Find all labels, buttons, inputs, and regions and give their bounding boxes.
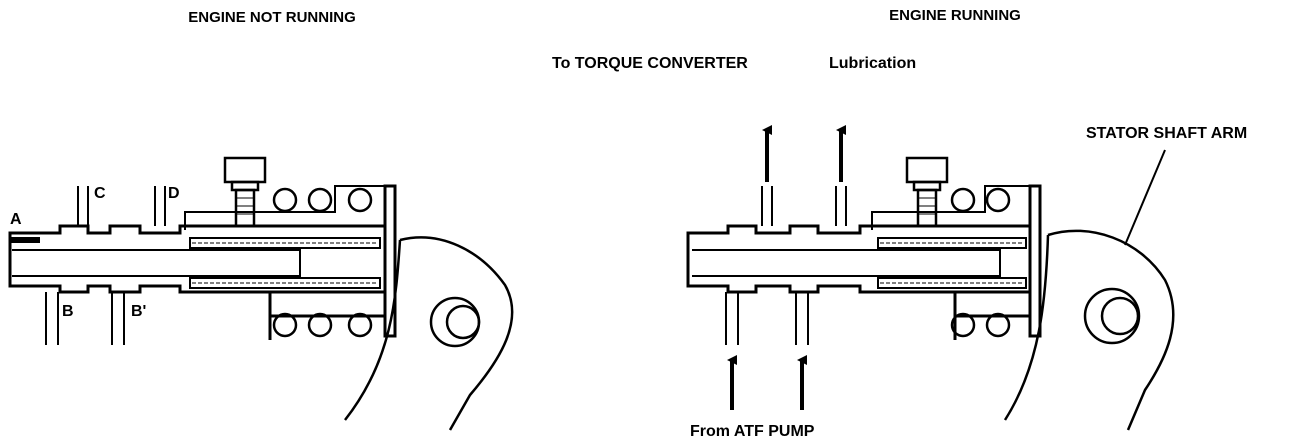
check-balls-right [950,187,1011,338]
label-stator-shaft-arm: STATOR SHAFT ARM [1086,125,1247,142]
label-to-torque-converter: To TORQUE CONVERTER [552,55,748,72]
valve-body-right [686,184,1042,340]
engine-not-running-panel: ENGINE NOT RUNNING [8,9,514,431]
label-port-a: A [10,211,22,228]
label-from-atf-pump: From ATF PUMP [690,423,815,440]
bolt-right [905,156,949,228]
stator-shaft-arm-left [344,236,514,431]
engine-running-panel: ENGINE RUNNING To TORQUE CONVERTER Lubri… [552,7,1247,440]
label-port-c: C [94,185,106,202]
check-balls-left [272,187,373,338]
label-lubrication: Lubrication [829,55,916,72]
bolt-left [223,156,267,228]
passages-left [45,186,166,345]
passages-right [725,186,847,345]
label-port-b: B [62,303,74,320]
stator-shaft-arm-right [1003,149,1175,431]
label-port-b-prime: B' [131,303,146,320]
title-engine-not-running: ENGINE NOT RUNNING [188,9,356,26]
flow-arrows-right [727,125,846,410]
label-port-d: D [168,185,180,202]
title-engine-running: ENGINE RUNNING [889,7,1021,24]
